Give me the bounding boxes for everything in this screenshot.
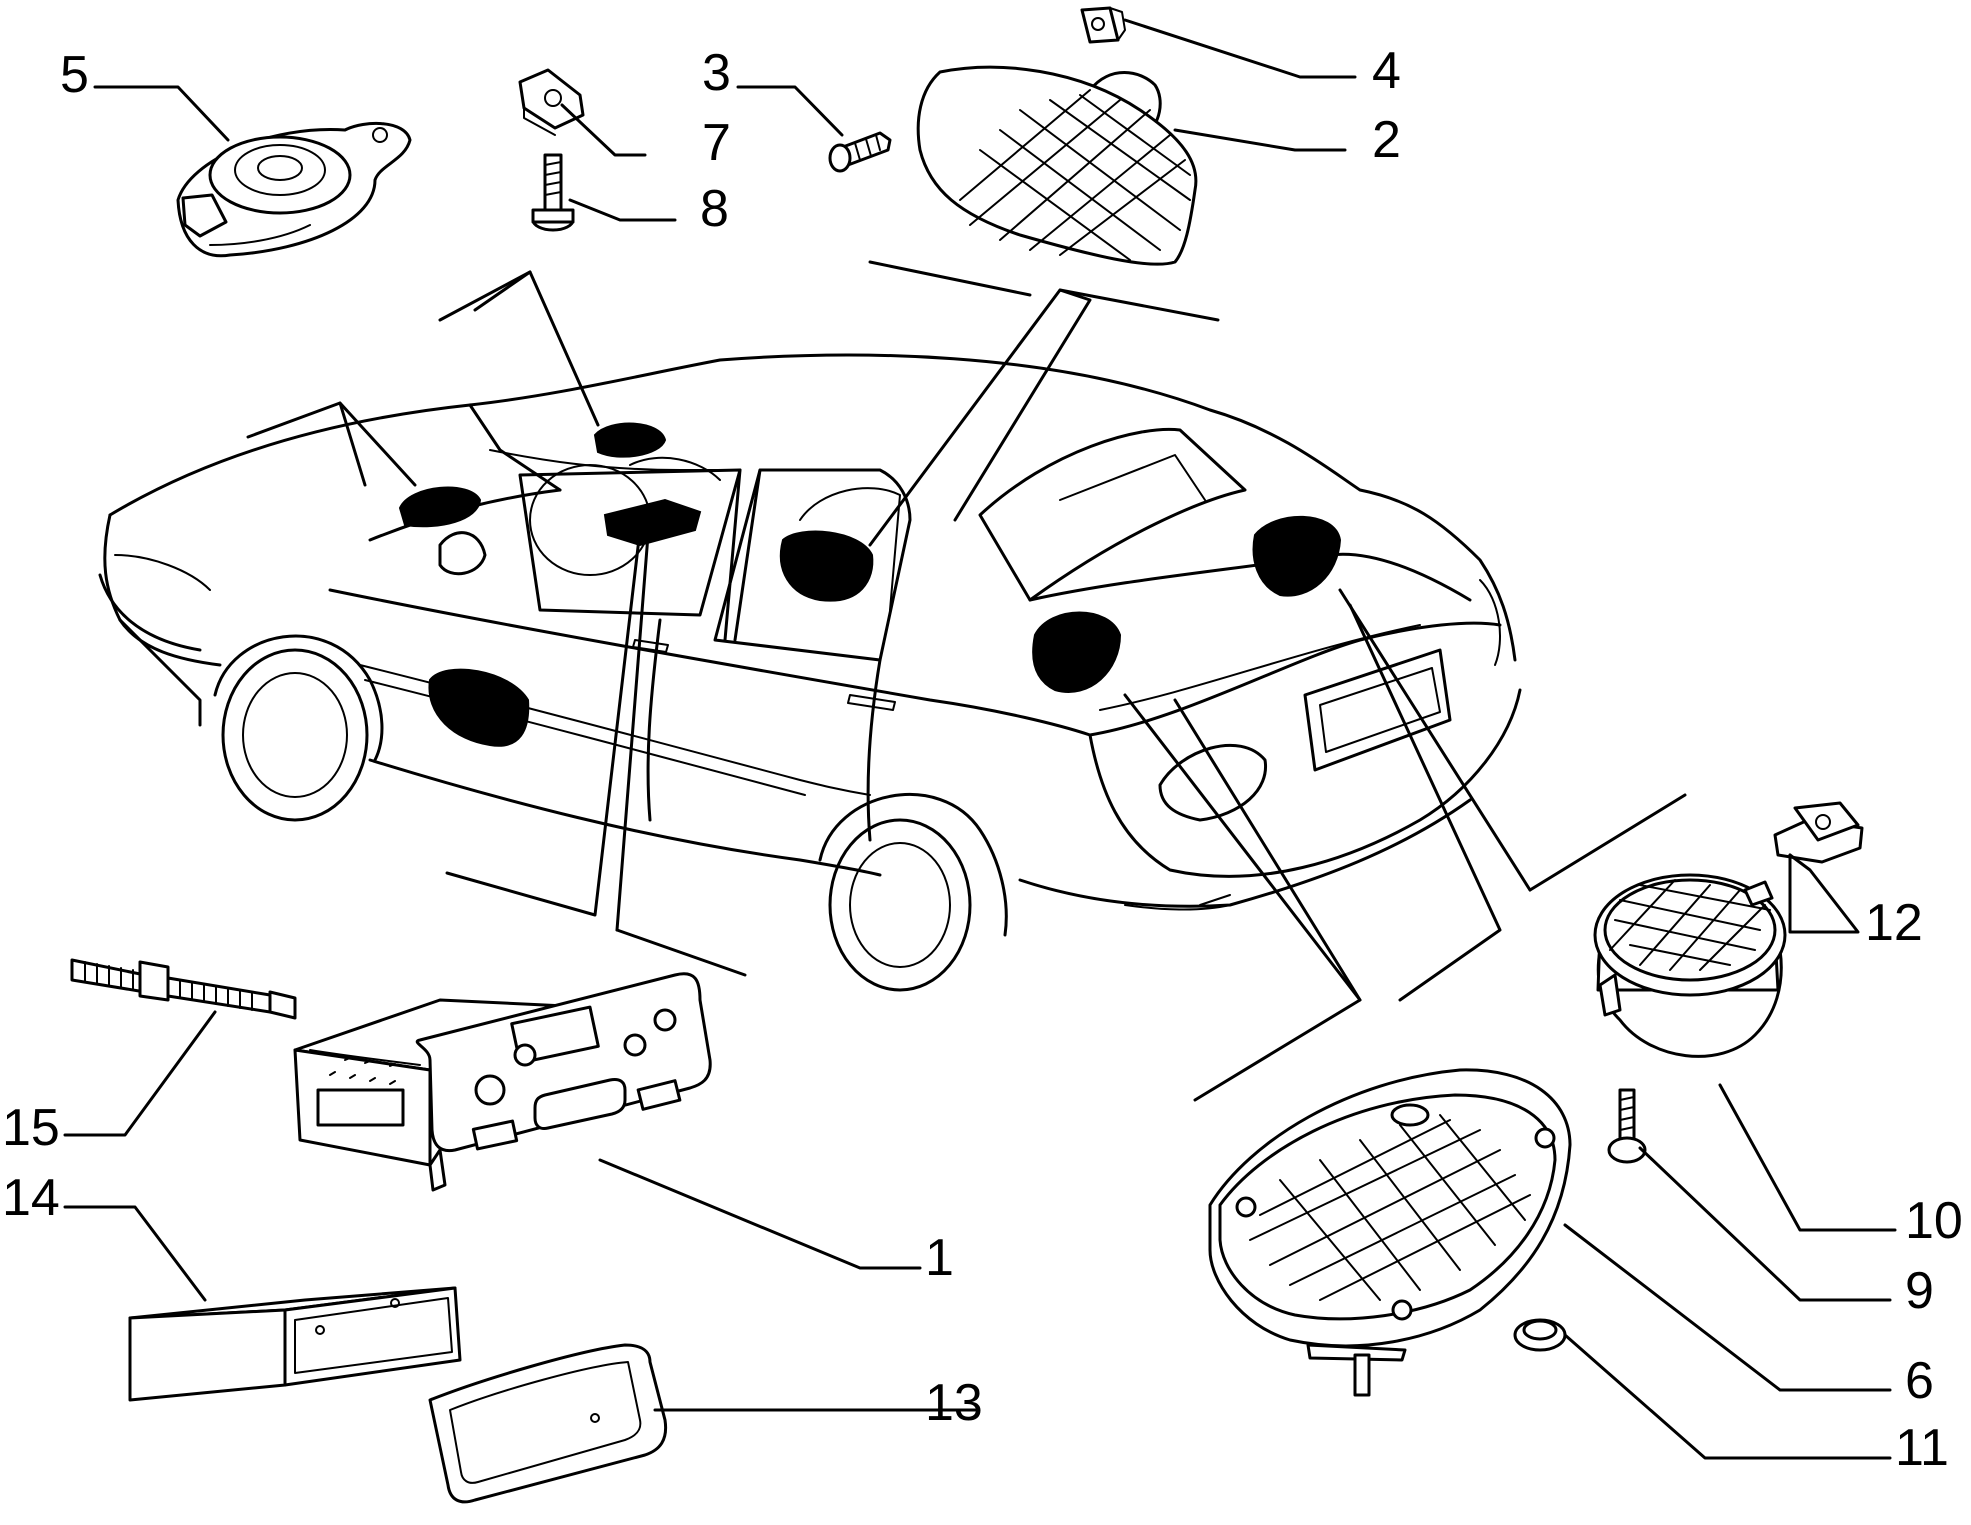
- callout-label-6: 6: [1905, 1352, 1934, 1410]
- part-15-stud: [70, 958, 297, 1020]
- part-4-clip: [1080, 6, 1126, 44]
- part-3-screw: [828, 131, 892, 173]
- marker-tweeter-right: [593, 422, 667, 458]
- marker-front-door-speaker: [428, 668, 530, 747]
- car-speaker-markers: [398, 422, 1342, 747]
- part-1-head-unit: [293, 972, 712, 1192]
- part-7-clip: [518, 68, 585, 136]
- marker-shelf-speaker-left: [1032, 611, 1122, 693]
- part-12-clip: [1773, 801, 1864, 864]
- part-6-shelf-speaker: [1208, 1068, 1572, 1397]
- part-5-tweeter: [176, 121, 412, 258]
- callout-label-11: 11: [1895, 1419, 1949, 1477]
- callout-label-13: 13: [925, 1374, 983, 1432]
- callout-label-5: 5: [60, 46, 89, 104]
- callout-label-7: 7: [702, 114, 731, 172]
- callout-label-14: 14: [2, 1169, 60, 1227]
- callout-labels: 5 7 8 3 4 2 12 10 9 6 11 1 15 14 13: [2, 42, 1963, 1477]
- part-13-trim: [428, 1343, 668, 1504]
- callout-leaders: [63, 18, 1897, 1460]
- callout-label-4: 4: [1372, 42, 1401, 100]
- car-body: [98, 353, 1522, 992]
- callout-label-10: 10: [1905, 1192, 1963, 1250]
- marker-shelf-speaker-right: [1252, 515, 1342, 597]
- callout-label-1: 1: [925, 1229, 954, 1287]
- part-9-screw: [1607, 1088, 1647, 1164]
- marker-tweeter-left: [398, 486, 482, 528]
- part-10-speaker: [1593, 873, 1787, 1058]
- part-2-grille: [916, 65, 1198, 266]
- callout-label-8: 8: [700, 180, 729, 238]
- callout-label-2: 2: [1372, 111, 1401, 169]
- callout-label-15: 15: [2, 1099, 60, 1157]
- callout-label-9: 9: [1905, 1262, 1934, 1320]
- marker-head-unit: [603, 498, 702, 547]
- part-14-cage: [128, 1286, 462, 1402]
- callout-label-3: 3: [702, 44, 731, 102]
- marker-rear-door-speaker: [779, 530, 874, 602]
- part-8-screw: [531, 153, 575, 232]
- part-11-nut: [1513, 1318, 1567, 1352]
- group-leader-lines: [246, 260, 1687, 1102]
- callout-label-12: 12: [1865, 894, 1923, 952]
